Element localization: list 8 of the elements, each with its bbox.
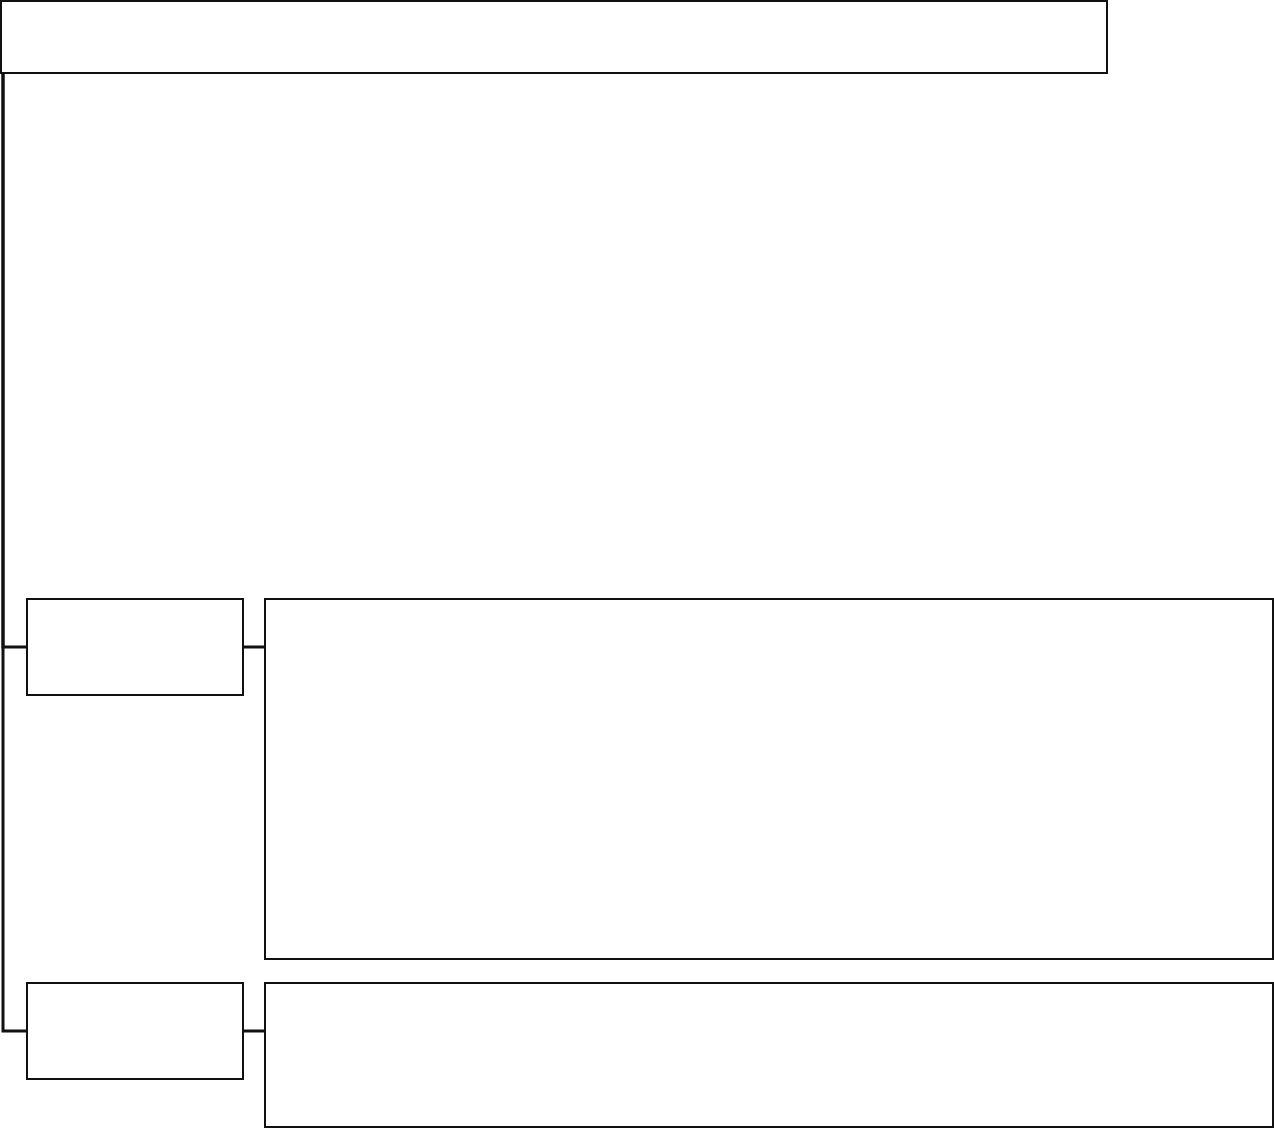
empty-box — [26, 982, 244, 1080]
connector-line — [244, 645, 264, 649]
empty-box — [26, 598, 244, 696]
connector-line — [1, 74, 26, 1033]
empty-box — [264, 982, 1274, 1128]
connector-line — [244, 1029, 264, 1033]
empty-box — [264, 598, 1274, 960]
empty-box — [0, 0, 1108, 74]
